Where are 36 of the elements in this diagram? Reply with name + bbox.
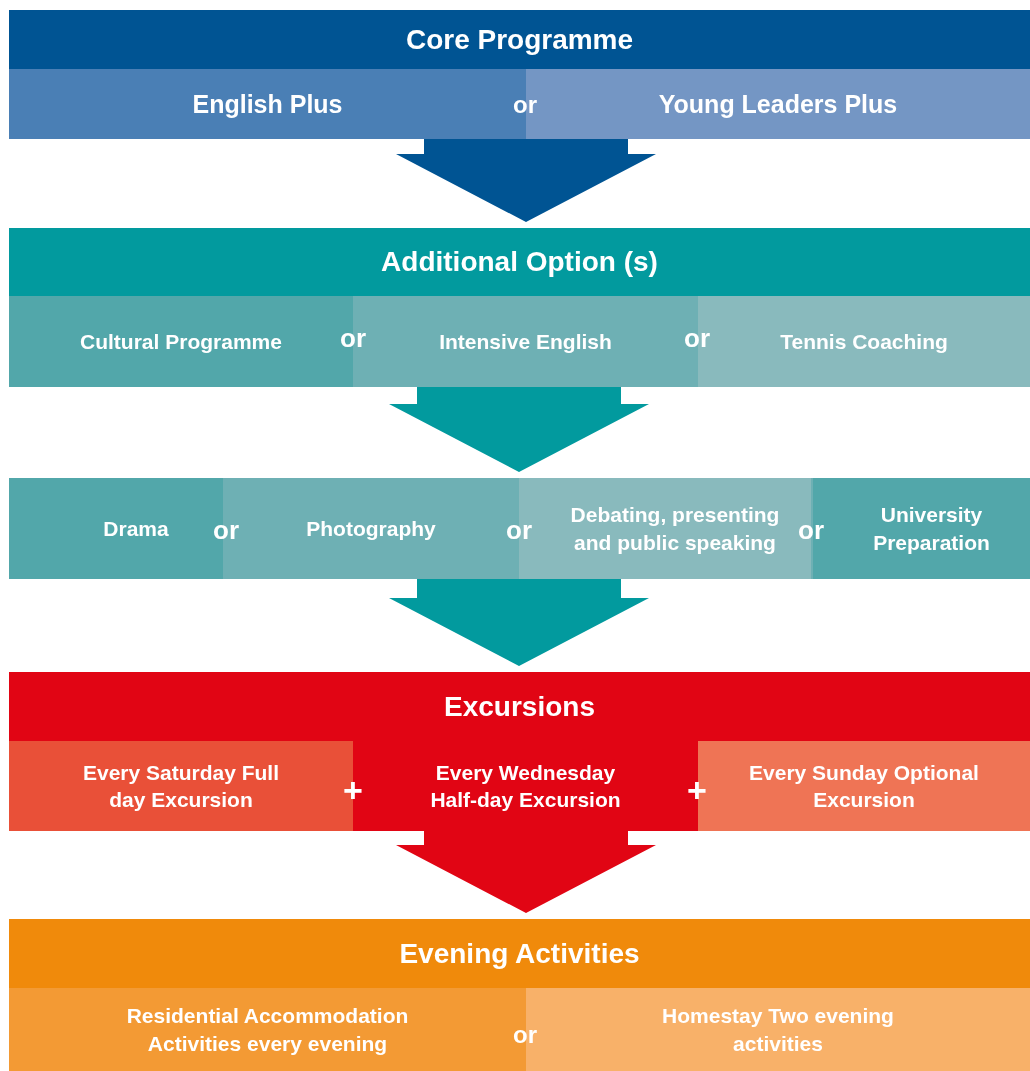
- option-text: Intensive English: [439, 328, 612, 355]
- connector-word: or: [213, 517, 239, 543]
- connector-word: or: [798, 517, 824, 543]
- block-arrow: [389, 579, 649, 666]
- option-text: Every Saturday Full day Excursion: [81, 759, 281, 813]
- connector-word: or: [684, 325, 710, 351]
- block-arrow: [396, 831, 656, 913]
- option-text: English Plus: [192, 88, 343, 120]
- section-heading: Additional Option (s): [380, 245, 659, 279]
- section-band: [9, 10, 1030, 139]
- option-text: Drama: [103, 515, 169, 542]
- option-text: Homestay Two evening activities: [661, 1003, 895, 1057]
- block-arrow: [389, 387, 649, 472]
- option-text: Tennis Coaching: [780, 328, 948, 355]
- option-text: University Preparation: [872, 502, 991, 556]
- option-text: Every Wednesday Half-day Excursion: [429, 759, 622, 813]
- section-heading: Evening Activities: [398, 936, 641, 971]
- option-text: Debating, presenting and public speaking: [569, 502, 781, 556]
- section-band: [9, 919, 1030, 1071]
- section-band: [9, 228, 1030, 387]
- option-text: Residential Accommodation Activities every evening: [125, 1003, 410, 1057]
- option-text: Photography: [306, 515, 436, 542]
- connector-word: or: [513, 1023, 537, 1047]
- section-heading: Excursions: [443, 689, 596, 724]
- connector-word: or: [506, 517, 532, 543]
- section-band: [9, 672, 1030, 831]
- connector-word: +: [687, 773, 707, 807]
- option-text: Cultural Programme: [80, 328, 282, 355]
- connector-word: or: [513, 93, 537, 117]
- connector-word: or: [340, 325, 366, 351]
- section-heading: Core Programme: [404, 22, 635, 57]
- option-text: Every Sunday Optional Excursion: [749, 759, 979, 813]
- block-arrow: [396, 139, 656, 222]
- option-band: [9, 478, 1030, 579]
- connector-word: +: [343, 773, 363, 807]
- option-text: Young Leaders Plus: [658, 88, 898, 120]
